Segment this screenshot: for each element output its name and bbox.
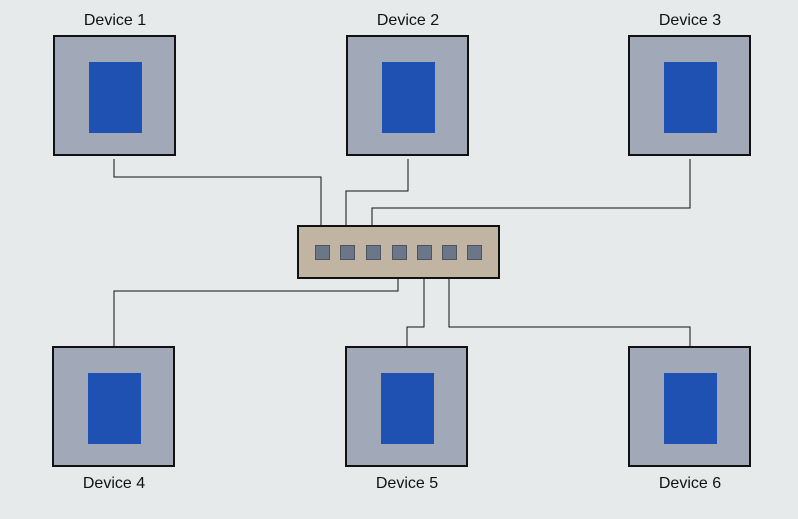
- device-6-screen: [664, 373, 717, 444]
- wire-device-5-port-5: [406, 261, 428, 346]
- device-4-screen: [88, 373, 141, 444]
- device-4-label: Device 4: [82, 475, 146, 492]
- device-3[interactable]: [628, 35, 751, 156]
- wire-device-2-port-2: [342, 159, 409, 242]
- device-2-screen: [382, 62, 435, 133]
- device-5-screen: [381, 373, 434, 444]
- switch-port-7[interactable]: [467, 245, 482, 260]
- device-2-label: Device 2: [376, 12, 440, 29]
- device-6-label: Device 6: [658, 475, 722, 492]
- switch-port-4[interactable]: [392, 245, 407, 260]
- device-2[interactable]: [346, 35, 469, 156]
- device-5-label: Device 5: [375, 475, 439, 492]
- switch-port-5[interactable]: [417, 245, 432, 260]
- device-1[interactable]: [53, 35, 176, 156]
- device-6[interactable]: [628, 346, 751, 467]
- network-switch[interactable]: [297, 225, 500, 279]
- device-3-screen: [664, 62, 717, 133]
- wire-device-6-port-6: [445, 261, 691, 346]
- switch-port-1[interactable]: [315, 245, 330, 260]
- device-1-label: Device 1: [83, 12, 147, 29]
- wire-device-1-port-1: [113, 159, 325, 242]
- device-1-screen: [89, 62, 142, 133]
- device-5[interactable]: [345, 346, 468, 467]
- switch-port-2[interactable]: [340, 245, 355, 260]
- device-4[interactable]: [52, 346, 175, 467]
- switch-port-3[interactable]: [366, 245, 381, 260]
- device-3-label: Device 3: [658, 12, 722, 29]
- switch-port-6[interactable]: [442, 245, 457, 260]
